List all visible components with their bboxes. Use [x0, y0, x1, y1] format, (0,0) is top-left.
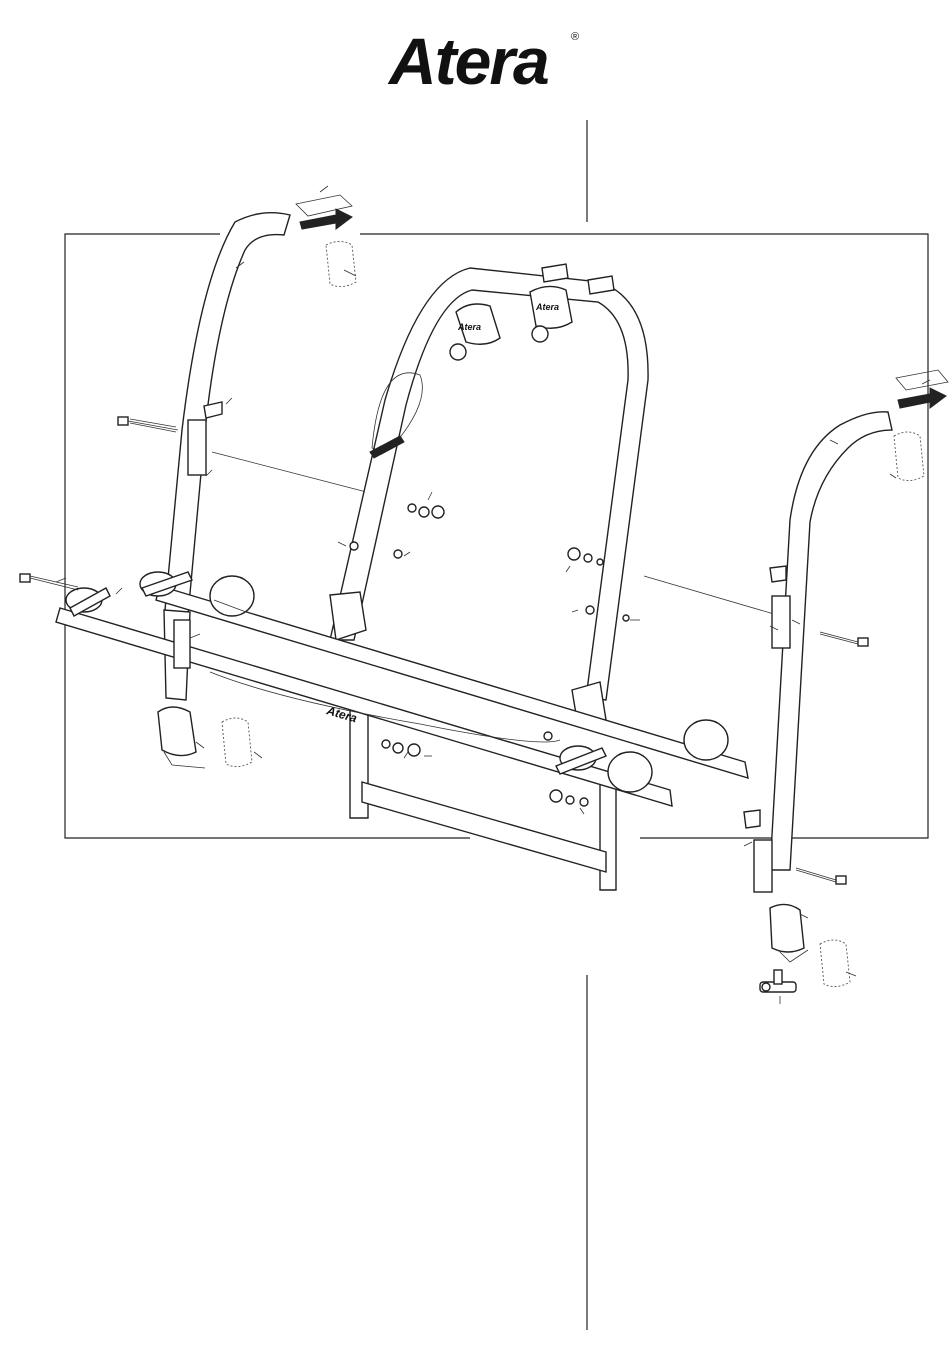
adhesive-pad-left-bottom: [222, 718, 252, 767]
wheel-rail-rear: [156, 586, 748, 778]
adhesive-pad-right-top: [894, 432, 924, 481]
bolt-left-upper: [118, 417, 178, 432]
bolt-right-upper: [820, 632, 868, 646]
clamp-brand-label-2: Atera: [535, 302, 559, 312]
frame-clamp-left: Atera: [450, 304, 500, 360]
wheel-strap-front-left: [66, 588, 110, 616]
nuts-and-caps-center: [350, 504, 629, 621]
right-top-hook-bracket: [896, 370, 948, 408]
clamp-brand-label: Atera: [457, 322, 481, 332]
adhesive-pad-right-bottom: [820, 940, 850, 987]
wheel-holder-right-rear: [684, 720, 728, 760]
t-connector-fitting: [760, 970, 796, 992]
right-mounting-bracket-lower: [744, 810, 772, 892]
wheel-holder-left-mid: [210, 576, 254, 616]
bolt-rail-left: [20, 574, 78, 590]
bolt-right-lower: [796, 868, 846, 884]
leader-line-right: [644, 576, 774, 614]
right-upright-arm: [770, 412, 892, 962]
left-top-hook-bracket: [296, 195, 352, 229]
adhesive-pad-left-top: [326, 242, 356, 287]
leader-line-left: [212, 452, 378, 495]
lower-left-bracket: [174, 620, 190, 668]
